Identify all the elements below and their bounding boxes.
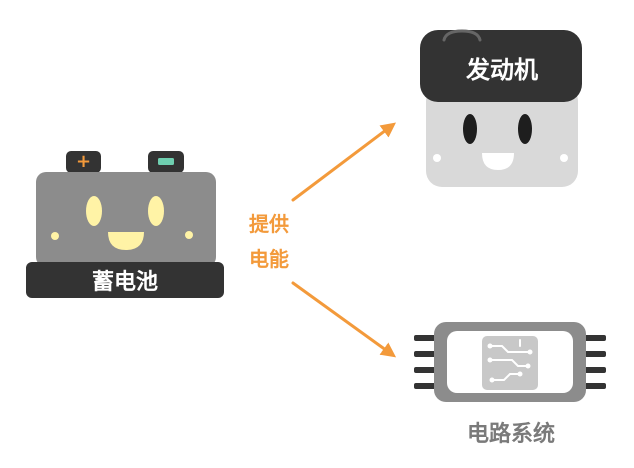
relation-label-line2: 电能 — [249, 247, 289, 271]
battery-smile — [108, 232, 144, 250]
engine-body — [426, 85, 578, 187]
arrow-icon — [291, 281, 397, 358]
circuit-chip: 电路系统 — [414, 322, 606, 447]
chip-pin-icon — [414, 335, 606, 389]
engine-right-eye — [518, 114, 532, 144]
battery-right-eye — [148, 196, 164, 226]
battery: + 蓄电池 — [26, 151, 224, 298]
battery-left-eye — [86, 196, 102, 226]
engine-label: 发动机 — [465, 56, 538, 84]
engine-cheek-left — [433, 154, 441, 162]
battery-cheek-right — [185, 231, 193, 239]
engine-cheek-right — [560, 154, 568, 162]
engine-cap — [420, 30, 582, 102]
battery-label: 蓄电池 — [92, 270, 158, 295]
plus-terminal: + — [66, 151, 101, 173]
minus-terminal — [148, 151, 184, 173]
engine: 发动机 — [420, 29, 582, 187]
engine-left-eye — [463, 114, 477, 144]
plus-icon: + — [76, 151, 91, 172]
arrow-icon — [291, 122, 396, 202]
battery-cheek-left — [51, 232, 59, 240]
engine-smile — [482, 153, 514, 170]
battery-label-band — [26, 262, 224, 298]
engine-cap-handle — [442, 29, 482, 42]
minus-icon — [158, 158, 174, 165]
circuit-label: 电路系统 — [467, 421, 555, 447]
battery-body — [36, 172, 216, 267]
relation-label-line1: 提供 — [249, 212, 289, 236]
circuit-icon — [482, 336, 538, 390]
